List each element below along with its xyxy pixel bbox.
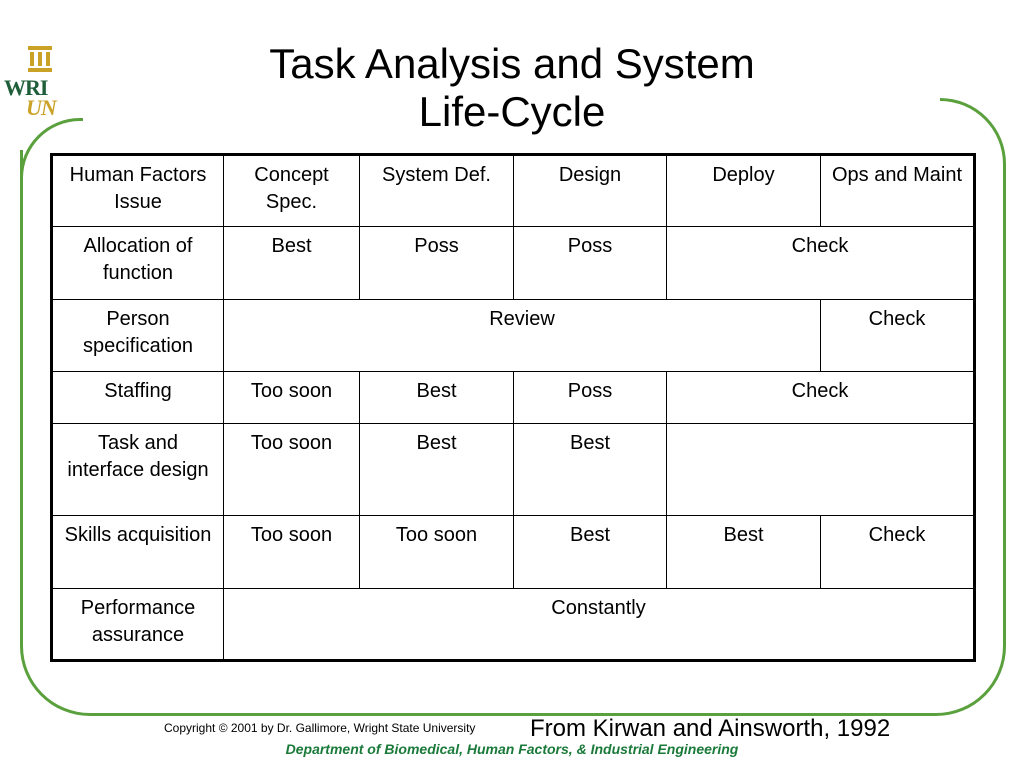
frame-bottom [20, 560, 1006, 716]
table-cell: Too soon [223, 371, 360, 424]
issue-cell: Skills acquisition [51, 515, 224, 589]
issue-cell: Performance assurance [51, 588, 224, 661]
header-cell: Concept Spec. [223, 154, 360, 227]
issue-cell: Staffing [51, 371, 224, 424]
table-row: Performance assurance Constantly [51, 588, 975, 661]
table-cell: Best [513, 515, 667, 589]
issue-cell: Task and interface design [51, 423, 224, 516]
table-cell: Best [513, 423, 667, 516]
table-cell: Poss [359, 226, 514, 300]
table-cell: Best [359, 423, 514, 516]
table-cell: Check [820, 299, 975, 372]
table-cell: Too soon [359, 515, 514, 589]
university-logo: WRI UN [0, 40, 57, 120]
title-line-2: Life-Cycle [418, 88, 606, 135]
header-cell: Ops and Maint [820, 154, 975, 227]
table-header-row: Human Factors Issue Concept Spec. System… [51, 154, 975, 227]
table-cell: Check [666, 371, 975, 424]
issue-cell: Allocation of function [51, 226, 224, 300]
title-line-1: Task Analysis and System [269, 40, 755, 87]
table-row: Person specification Review Check [51, 299, 975, 372]
header-cell: Deploy [666, 154, 821, 227]
table-row: Task and interface design Too soon Best … [51, 423, 975, 516]
table-cell: Best [359, 371, 514, 424]
frame-left-edge [20, 150, 23, 570]
table-row: Allocation of function Best Poss Poss Ch… [51, 226, 975, 300]
logo-text-bottom: UN [26, 95, 57, 120]
table-cell: Check [666, 226, 975, 300]
columns-icon [28, 46, 52, 72]
citation-text: From Kirwan and Ainsworth, 1992 [530, 715, 891, 742]
table-cell: Best [223, 226, 360, 300]
department-footer: Department of Biomedical, Human Factors,… [285, 741, 739, 757]
logo-wordmark: WRI UN [4, 75, 57, 120]
issue-cell: Person specification [51, 299, 224, 372]
table-cell: Review [223, 299, 821, 372]
header-cell: System Def. [359, 154, 514, 227]
slide-title: Task Analysis and System Life-Cycle [0, 40, 1024, 136]
header-cell: Design [513, 154, 667, 227]
lifecycle-table: Human Factors Issue Concept Spec. System… [50, 153, 976, 662]
table-cell: Too soon [223, 423, 360, 516]
logo-text-top: WRI [4, 75, 48, 100]
table-cell: Poss [513, 226, 667, 300]
table-cell: Too soon [223, 515, 360, 589]
copyright-text: Copyright © 2001 by Dr. Gallimore, Wrigh… [164, 721, 476, 735]
table-cell: Poss [513, 371, 667, 424]
table-cell: Constantly [223, 588, 975, 661]
table-cell: Check [820, 515, 975, 589]
table-cell: Best [666, 515, 821, 589]
header-cell: Human Factors Issue [51, 154, 224, 227]
table-cell [666, 423, 975, 516]
table-row: Staffing Too soon Best Poss Check [51, 371, 975, 424]
table-row: Skills acquisition Too soon Too soon Bes… [51, 515, 975, 589]
